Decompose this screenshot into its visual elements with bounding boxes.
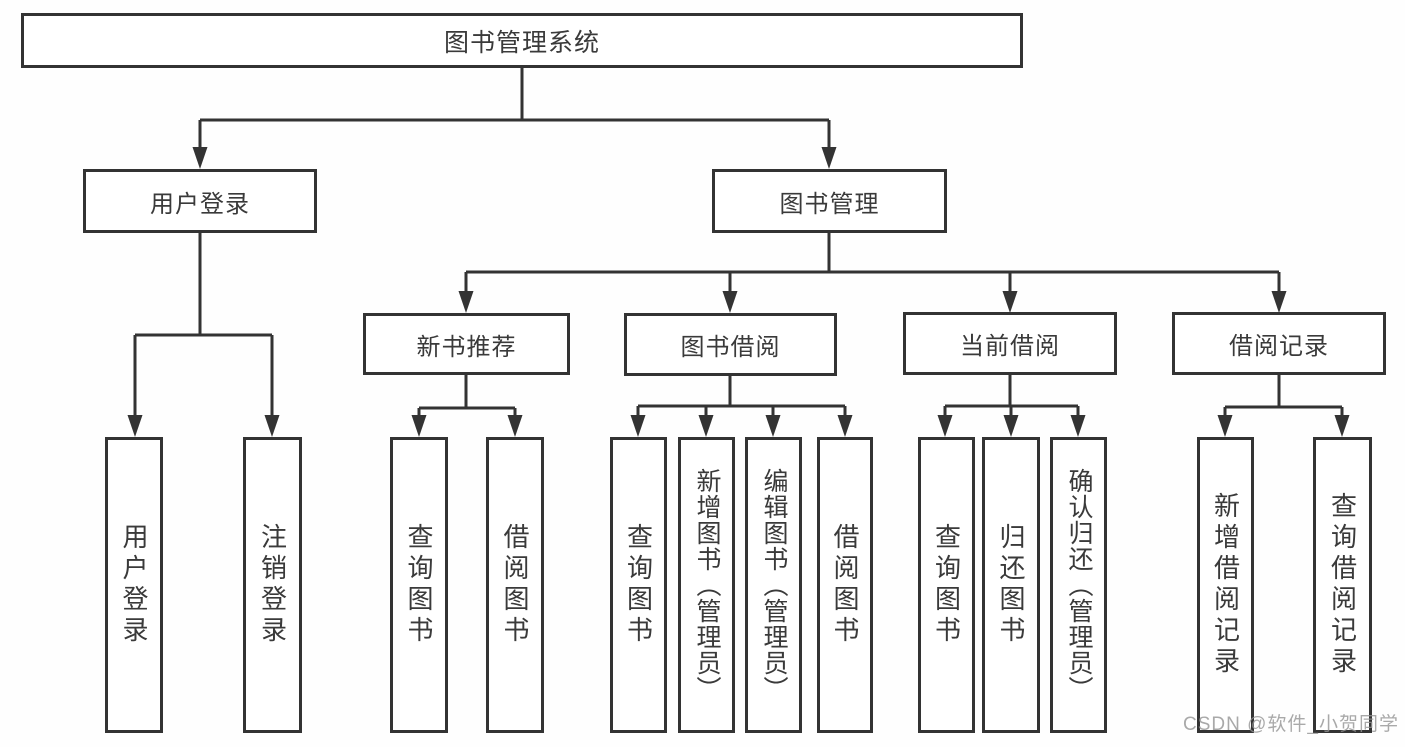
node-current-borrow: 当前借阅 [903,312,1117,375]
node-label: 借阅图书 [500,523,530,647]
leaf-logout: 注销登录 [243,437,302,733]
node-label: 新书推荐 [416,333,517,361]
leaf-return-books: 归还图书 [982,437,1040,733]
leaf-add-book-admin: 新增图书（管理员） [678,437,735,733]
node-label: 用户登录 [150,190,250,218]
node-book-management: 图书管理 [712,169,947,233]
leaf-user-login: 用户登录 [105,437,163,733]
leaf-query-books-recommend: 查询图书 [390,437,448,733]
node-label: 查询借阅记录 [1327,492,1358,678]
leaf-borrow-books: 借阅图书 [817,437,873,733]
csdn-watermark: CSDN @软件_小贺同学 [1183,714,1399,735]
node-label: 用户登录 [119,523,149,647]
node-library-management-system: 图书管理系统 [21,13,1023,68]
leaf-borrow-books-recommend: 借阅图书 [486,437,544,733]
node-label: 注销登录 [257,523,288,647]
node-new-book-recommend: 新书推荐 [363,313,570,375]
node-borrow-records: 借阅记录 [1172,312,1386,375]
node-label: 新增图书（管理员） [693,468,721,702]
node-label: 查询图书 [931,523,962,647]
node-label: 新增借阅记录 [1210,492,1241,678]
node-label: 归还图书 [996,523,1026,647]
node-label: 查询图书 [623,523,654,647]
node-book-borrow: 图书借阅 [624,313,837,376]
node-label: 图书管理 [779,190,880,218]
leaf-confirm-return-admin: 确认归还（管理员） [1050,437,1107,733]
node-label: 编辑图书（管理员） [760,468,788,702]
node-label: 图书借阅 [680,334,781,361]
node-label: 图书管理系统 [443,28,600,57]
node-label: 借阅图书 [830,523,860,647]
node-label: 当前借阅 [960,333,1060,360]
leaf-query-books-current: 查询图书 [918,437,975,733]
node-label: 确认归还（管理员） [1065,468,1093,702]
leaf-query-borrow-record: 查询借阅记录 [1313,437,1372,733]
leaf-add-borrow-record: 新增借阅记录 [1197,437,1254,733]
leaf-query-books-borrow: 查询图书 [610,437,667,733]
leaf-edit-book-admin: 编辑图书（管理员） [745,437,802,733]
node-user-login: 用户登录 [83,169,317,233]
node-label: 借阅记录 [1229,333,1329,360]
node-label: 查询图书 [404,523,434,647]
